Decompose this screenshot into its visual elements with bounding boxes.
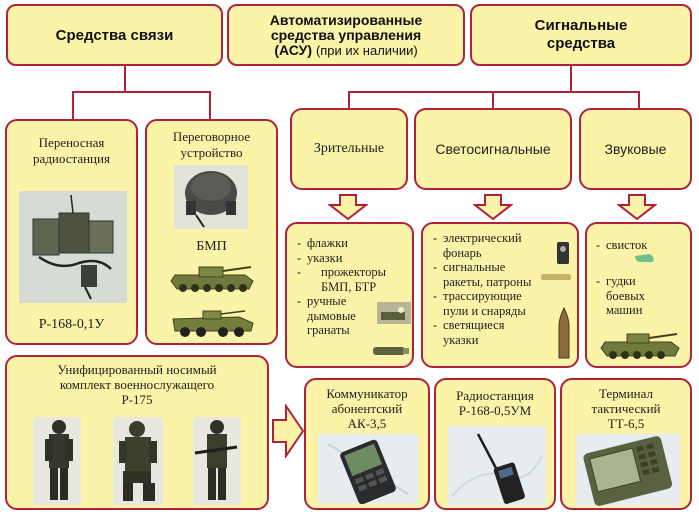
communicator-title-2: абонентский [331, 401, 403, 416]
whistle-image [635, 254, 654, 262]
connector-signal-mid-drop [492, 91, 494, 108]
soldier-rifle-image [193, 417, 241, 505]
list-item: флажки [297, 236, 386, 251]
arrow-down-visual-icon [328, 194, 368, 220]
header-comm: Средства связи [6, 4, 223, 66]
connector-comm-horizontal [72, 91, 211, 93]
category-sound-label: Звуковые [604, 141, 667, 157]
terminal-title-2: тактический [591, 401, 661, 416]
box-communicator: Коммуникатор абонентский АК-3,5 [304, 378, 430, 510]
box-portable-radio: Переносная радиостанция Р-168-0,1У [5, 119, 138, 345]
header-signal: Сигнальные средства [470, 4, 692, 66]
radio-station-title-2: Р-168-0,5УМ [458, 403, 532, 418]
flare-cartridge-image [541, 274, 571, 280]
headset-image [174, 165, 248, 229]
kit-title-1: Унифицированный носимый [57, 362, 217, 377]
header-signal-line1: Сигнальные [534, 17, 628, 34]
bmp-tank-image [170, 266, 254, 292]
header-asu-line1: Автоматизированные [269, 11, 423, 28]
terminal-title-3: ТТ-6,5 [607, 416, 645, 431]
radio-model: Р-168-0,1У [38, 317, 105, 332]
btr-vehicle-image [172, 310, 254, 337]
radio-title-2: радиостанция [33, 151, 110, 166]
box-soldier-kit: Унифицированный носимый комплект военнос… [5, 355, 269, 510]
communicator-title-1: Коммуникатор [326, 386, 408, 401]
kit-title-2: комплект военнослужащего [59, 377, 215, 392]
arrow-down-light-icon [473, 194, 513, 220]
smoke-grenade-image [373, 347, 409, 355]
header-comm-text: Средства связи [55, 26, 174, 44]
arrow-right-icon [272, 404, 304, 458]
connector-signal-right-drop [638, 91, 640, 108]
box-intercom: Переговорное устройство БМП [145, 119, 278, 345]
soldier-standing-image [33, 417, 81, 505]
sound-tank-image [600, 333, 680, 359]
list-item: указки [297, 251, 386, 266]
header-asu-note: (при их наличии) [315, 42, 418, 58]
kit-title-3: Р-175 [121, 392, 153, 407]
box-terminal: Терминал тактический ТТ-6,5 [560, 378, 692, 510]
category-light: Светосигнальные [414, 108, 572, 190]
header-asu: Автоматизированные средства управления (… [227, 4, 465, 66]
radio-title-1: Переносная [38, 135, 105, 150]
category-light-label: Светосигнальные [435, 141, 551, 157]
spotlight-vehicle-image [377, 302, 411, 324]
soldier-kneeling-image [113, 417, 163, 505]
connector-signal-left-drop [348, 91, 350, 108]
category-visual: Зрительные [290, 108, 408, 190]
header-signal-line2: средства [546, 35, 616, 52]
terminal-title-1: Терминал [598, 386, 654, 401]
connector-comm-vertical [124, 66, 126, 92]
intercom-title-1: Переговорное [172, 129, 251, 144]
intercom-bmp: БМП [196, 239, 227, 254]
communicator-title-3: АК-3,5 [347, 416, 387, 431]
arrow-down-sound-icon [617, 194, 657, 220]
handheld-radio-image [448, 426, 546, 506]
flashlight-image [557, 242, 569, 264]
list-item: свисток [596, 238, 647, 253]
header-asu-line2: средства управления [270, 26, 422, 43]
connector-comm-right-drop [209, 91, 211, 119]
category-sound: Звуковые [579, 108, 692, 190]
category-visual-label: Зрительные [313, 141, 385, 156]
portable-radio-image [19, 191, 127, 303]
connector-comm-left-drop [72, 91, 74, 119]
connector-signal-horizontal [348, 91, 640, 93]
tracer-bullet-image [558, 306, 570, 359]
header-asu-abbr: (АСУ) [274, 41, 313, 58]
connector-signal-vertical [570, 66, 572, 92]
box-radio-station: Радиостанция Р-168-0,5УМ [434, 378, 556, 510]
tactical-terminal-image [576, 434, 680, 506]
intercom-title-2: устройство [180, 145, 243, 160]
communicator-device-image [318, 434, 418, 504]
radio-station-title-1: Радиостанция [456, 388, 534, 403]
